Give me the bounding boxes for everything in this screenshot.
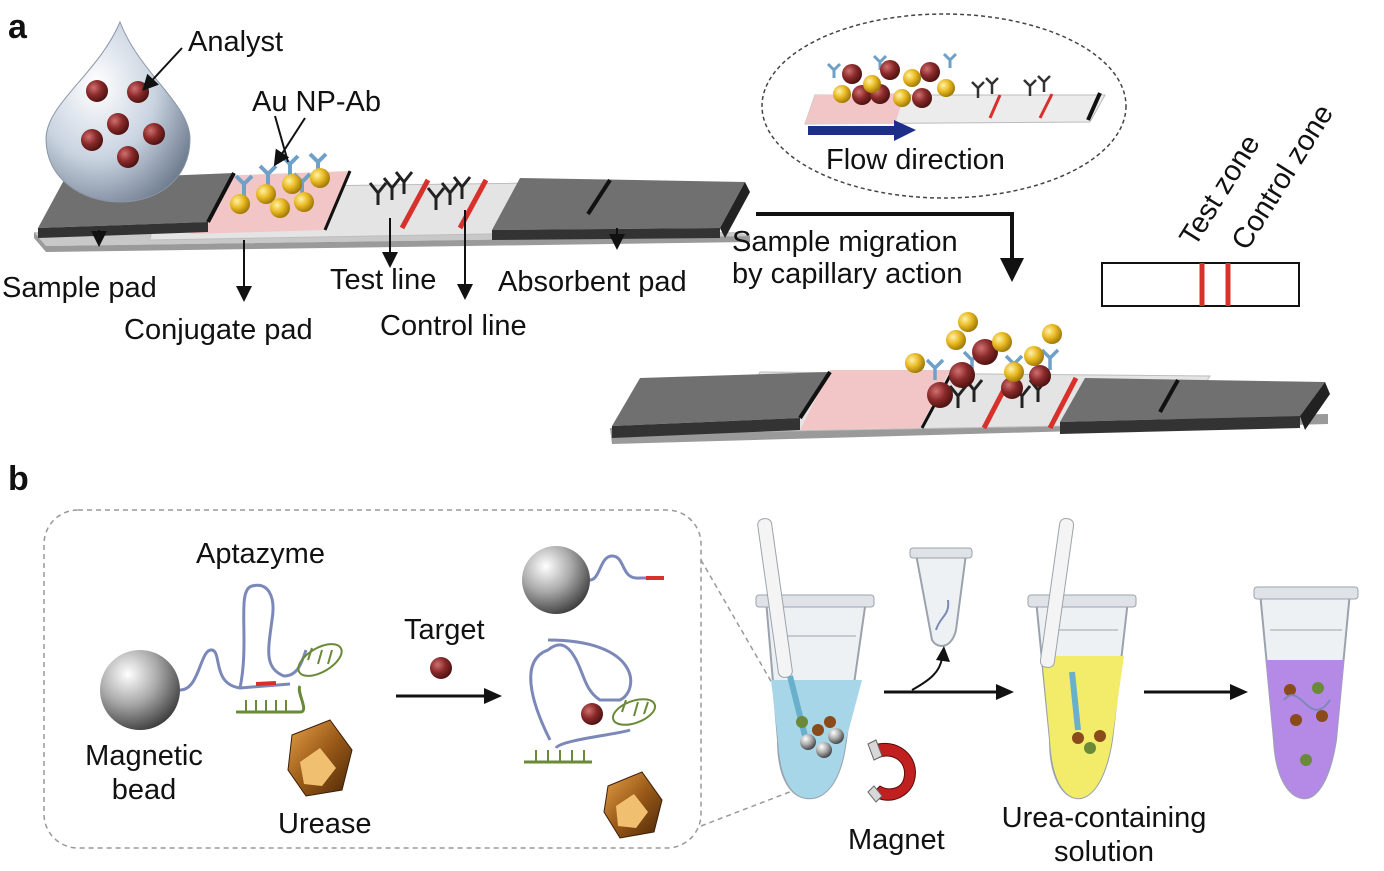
- absorbent-pad: [492, 178, 745, 230]
- migration-arrow: [756, 212, 1024, 282]
- tube-urea: [1027, 518, 1137, 800]
- target-molecule: [430, 657, 452, 679]
- result-strip: [1101, 262, 1300, 307]
- workflow-arrows: [884, 646, 1248, 700]
- test-line: [399, 178, 431, 230]
- lateral-flow-strip-after: [610, 312, 1330, 444]
- control-line-label: Control line: [380, 310, 527, 342]
- sample-pad-label: Sample pad: [2, 272, 157, 304]
- urease-label: Urease: [278, 808, 372, 840]
- urea-solution-line2: solution: [1054, 836, 1154, 868]
- aptazyme-label: Aptazyme: [196, 538, 325, 570]
- magnetic-bead-line2: bead: [111, 774, 177, 806]
- analyst-label: Analyst: [188, 26, 284, 58]
- small-tube: [909, 547, 973, 647]
- urea-solution-line1: Urea-containing: [1001, 802, 1207, 834]
- tube-magnetic-separation: [755, 518, 916, 803]
- absorbent-pad-label: Absorbent pad: [498, 266, 687, 298]
- gold-nanoparticle-antibodies: [230, 152, 330, 218]
- panel-label-a: a: [8, 8, 27, 46]
- conjugate-pad-label: Conjugate pad: [124, 314, 313, 346]
- flow-direction-label: Flow direction: [826, 144, 1005, 176]
- au-np-ab-label: Au NP-Ab: [252, 86, 381, 118]
- sample-migration-line2: by capillary action: [732, 258, 963, 290]
- aptazyme-mechanism: [43, 509, 801, 849]
- magnetic-bead: [100, 650, 180, 730]
- panel-label-b: b: [8, 460, 29, 498]
- test-line-label: Test line: [330, 264, 437, 296]
- target-label: Target: [404, 614, 485, 646]
- lateral-flow-strip: [34, 20, 750, 302]
- analyte-droplet: [45, 20, 191, 203]
- sample-migration-line1: Sample migration: [732, 226, 958, 258]
- magnetic-bead-line1: Magnetic: [85, 740, 203, 772]
- magnet-label: Magnet: [848, 824, 945, 856]
- flow-direction-inset: [761, 13, 1127, 199]
- tube-result: [1253, 586, 1359, 800]
